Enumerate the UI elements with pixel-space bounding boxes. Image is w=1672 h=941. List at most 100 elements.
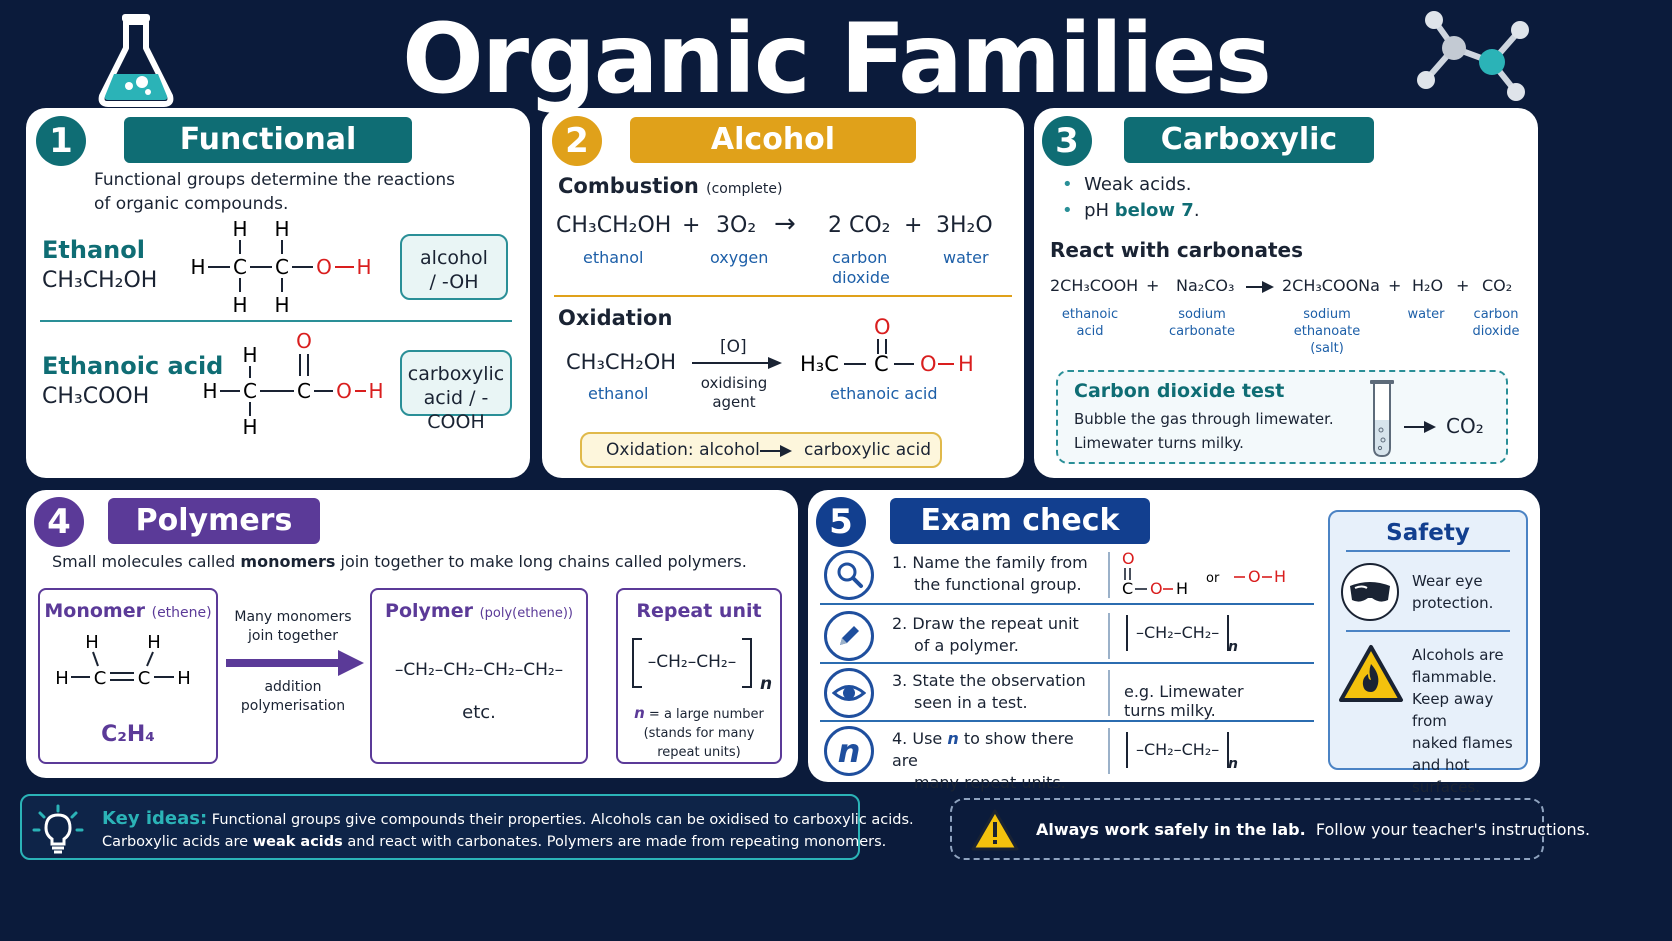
question-line-2: the functional group. <box>914 575 1082 594</box>
label-line: (salt) <box>1310 341 1344 356</box>
eq-arrow <box>1246 281 1274 293</box>
eq-arrow: → <box>774 209 796 239</box>
lab-safety-rest: Follow your teacher's instructions. <box>1315 820 1591 839</box>
safety-title-rule <box>1346 550 1510 552</box>
key-ideas-line-2c: and react with carbonates. Polymers are … <box>342 834 887 850</box>
monomer-title-text: Monomer <box>44 600 145 622</box>
oxidation-reactant: CH₃CH₂OH <box>566 350 677 374</box>
eq-plus: + <box>904 213 923 238</box>
bullet-ph: • pH below 7. <box>1062 200 1200 221</box>
answer-1-or: or <box>1206 571 1220 586</box>
repeat-bracket: –CH₂–CH₂– <box>632 638 752 688</box>
atom-h: H <box>147 632 161 653</box>
atom-c: C <box>874 352 889 376</box>
section-title-alcohol-reactions: Alcohol reactions <box>630 117 916 203</box>
arrow-bottom-text: addition polymerisation <box>224 678 362 716</box>
atom-h: H <box>177 668 191 689</box>
monomer-box: Monomer (ethene) H H H C C H C₂H₄ <box>38 588 218 764</box>
atom-o: O <box>296 330 312 353</box>
combustion-labels: ethanol oxygen carbon dioxide water <box>556 248 1006 292</box>
intro-c: join together to make long chains called… <box>335 552 747 571</box>
oxidation-summary: Oxidation: alcohol carboxylic acid <box>580 432 942 468</box>
arrow-bottom-line-1: addition <box>264 679 322 695</box>
bullet-2-end: . <box>1193 200 1200 221</box>
oxidising-agent-symbol: [O] <box>720 337 747 357</box>
label-oxygen: oxygen <box>710 248 769 267</box>
question-3-text: 3. State the observation seen in a test. <box>892 670 1102 714</box>
section-title-carboxylic-acids: Carboxylic acids <box>1124 117 1374 203</box>
repeat-note-line-3: repeat units) <box>657 745 741 760</box>
molecule-icon <box>1417 11 1529 101</box>
polymerisation-arrow <box>226 650 364 676</box>
polymerisation-arrow-group: Many monomers join together addition pol… <box>224 606 366 724</box>
atom-c: C <box>233 255 247 279</box>
eq-co2: 2 CO₂ <box>828 213 891 238</box>
label-line: dioxide <box>1472 324 1520 339</box>
eq-water: H₂O <box>1412 276 1444 295</box>
eq-water: 3H₂O <box>936 213 993 238</box>
warning-icon <box>971 809 1019 851</box>
safety-1-line-2: protection. <box>1412 594 1494 612</box>
lab-safety-banner: Always work safely in the lab. Follow yo… <box>950 798 1590 860</box>
oxidation-heading: Oxidation <box>558 306 673 330</box>
safety-divider <box>1346 630 1510 632</box>
alcohol-reactions-card <box>542 108 1024 478</box>
atom-c: C <box>94 668 107 689</box>
n-icon: n <box>824 726 874 776</box>
label-line: sodium <box>1178 307 1226 322</box>
lab-safety-bold: Always work safely in the lab. <box>1036 820 1306 839</box>
answer-4-n: n <box>1228 756 1238 772</box>
answer-2-repeat-unit: –CH₂–CH₂– <box>1126 615 1230 651</box>
label-carbon: carbon <box>832 248 888 267</box>
acid-properties-list: • Weak acids. • pH below 7. <box>1062 172 1200 224</box>
question-divider <box>1108 552 1110 598</box>
combustion-heading: Combustion (complete) <box>558 174 782 198</box>
atom-o: O <box>1150 579 1163 598</box>
co2-test-line-2: Limewater turns milky. <box>1074 434 1244 452</box>
section-number-3: 3 <box>1042 116 1092 166</box>
alcohol-tag-line-1: alcohol <box>420 247 488 269</box>
atom-c: C <box>297 379 311 403</box>
fire-warning-icon <box>1339 645 1403 702</box>
arrow-bottom-line-2: polymerisation <box>240 698 346 714</box>
agent-label-2: agent <box>712 393 756 411</box>
polymer-etc: etc. <box>462 702 496 723</box>
safety-2-line-2: flammable. <box>1412 668 1497 686</box>
question-number: 1. <box>892 553 908 572</box>
exam-divider-3 <box>820 720 1314 722</box>
react-with-carbonates-heading: React with carbonates <box>1050 238 1303 262</box>
intro-line-2: of organic compounds. <box>94 194 289 214</box>
summary-carboxylic-acid: carboxylic acid <box>804 440 932 460</box>
polymer-subtitle: (poly(ethene)) <box>479 606 573 621</box>
test-tube-icon <box>1370 380 1394 458</box>
repeat-note-n: n <box>634 704 645 722</box>
atom-h: H <box>232 217 247 241</box>
label-line: ethanoate <box>1293 324 1361 339</box>
question-line-1: State the observation <box>912 671 1086 690</box>
eye-icon <box>824 668 874 718</box>
question-line-1: Name the family from <box>912 553 1088 572</box>
label-line: sodium <box>1303 307 1351 322</box>
eq-plus: + <box>1456 276 1470 295</box>
carboxylic-acid-tag: carboxylic acid / -COOH <box>400 350 512 433</box>
ethanoic-acid-structure: H O H C C O H H <box>202 330 383 438</box>
page-title: Organic Families <box>402 3 1272 115</box>
flask-icon <box>98 14 174 107</box>
atom-o: O <box>336 379 352 403</box>
polymer-title-text: Polymer <box>385 600 473 622</box>
atom-h: H <box>1176 579 1188 598</box>
atom-h: H <box>242 415 257 438</box>
intro-monomers: monomers <box>240 552 336 571</box>
safety-title: Safety <box>1386 520 1470 546</box>
question-number: 2. <box>892 614 908 633</box>
question-line-1: Draw the repeat unit <box>912 614 1079 633</box>
section-number-4: 4 <box>34 497 84 547</box>
combustion-equation: CH₃CH₂OH + 3O₂ → 2 CO₂ + 3H₂O <box>556 209 1006 243</box>
combustion-complete-note: (complete) <box>706 181 783 197</box>
alcohol-tag-line-2: / -OH <box>429 271 479 293</box>
atom-h: H <box>232 293 247 317</box>
